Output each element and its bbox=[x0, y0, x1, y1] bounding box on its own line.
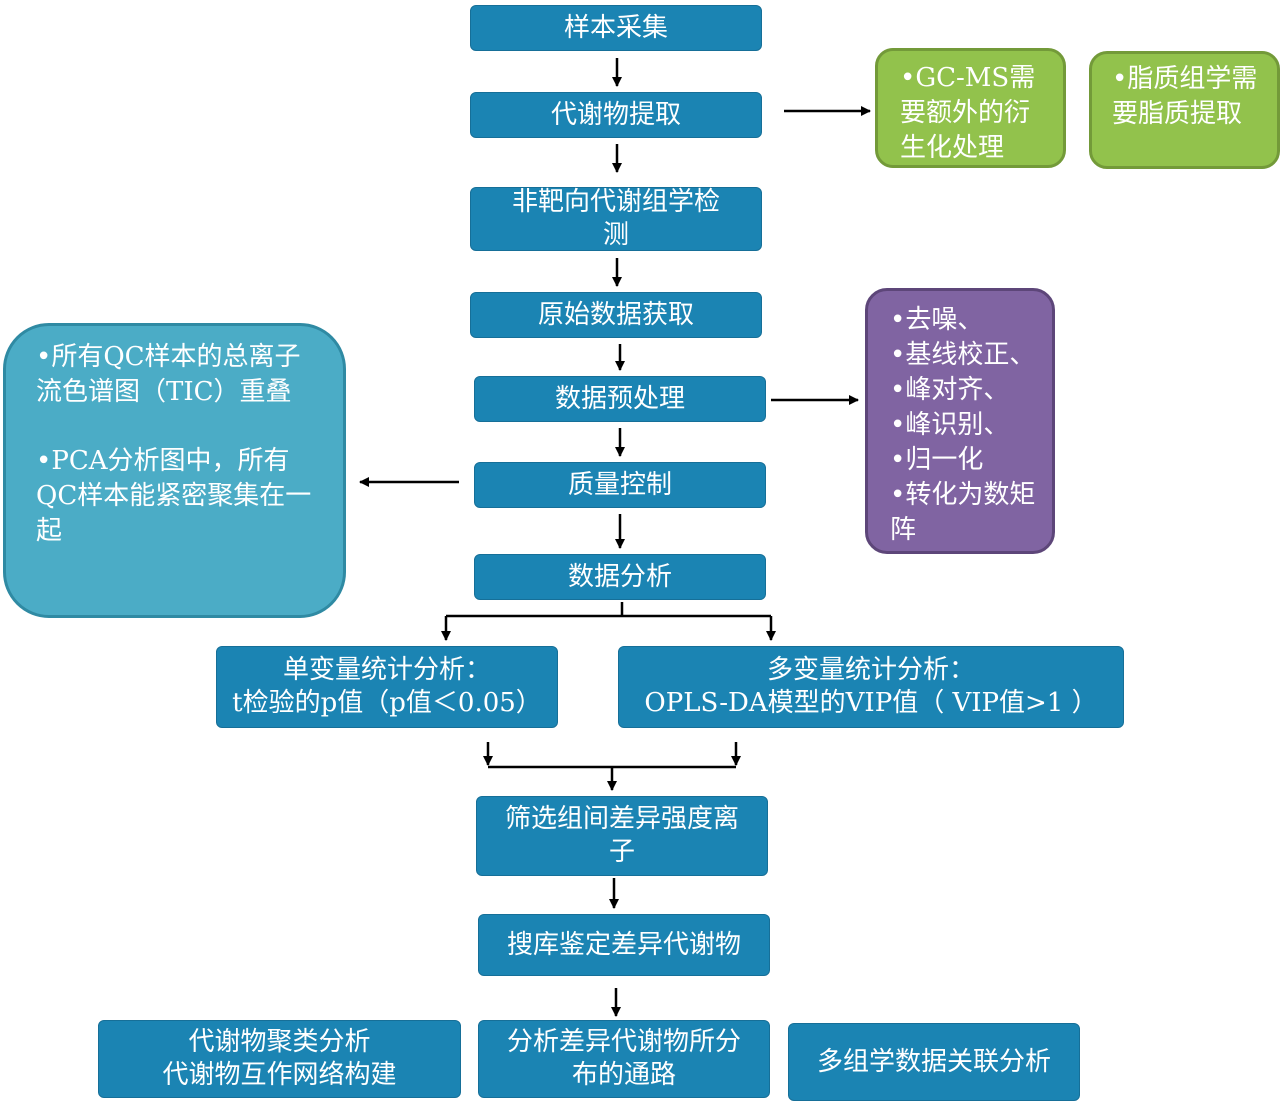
step-screening: 筛选组间差异强度离子 bbox=[476, 796, 768, 876]
step-extraction: 代谢物提取 bbox=[470, 92, 762, 138]
step-multivariate: 多变量统计分析： OPLS-DA模型的VIP值（ VIP值>1 ） bbox=[618, 646, 1124, 728]
note-lipid: •脂质组学需要脂质提取 bbox=[1089, 51, 1280, 169]
step-raw-data: 原始数据获取 bbox=[470, 292, 762, 338]
step-clustering: 代谢物聚类分析 代谢物互作网络构建 bbox=[98, 1020, 461, 1098]
step-data-analysis: 数据分析 bbox=[474, 554, 766, 600]
note-preprocessing-steps: •去噪、 •基线校正、 •峰对齐、 •峰识别、 •归一化 •转化为数矩阵 bbox=[865, 288, 1055, 554]
step-multiomics: 多组学数据关联分析 bbox=[788, 1023, 1080, 1101]
note-quality-control: •所有QC样本的总离子流色谱图（TIC）重叠 •PCA分析图中，所有QC样本能紧… bbox=[3, 323, 346, 618]
step-detection: 非靶向代谢组学检测 bbox=[470, 187, 762, 251]
step-identification: 搜库鉴定差异代谢物 bbox=[478, 914, 770, 976]
note-gcms: •GC-MS需要额外的衍生化处理 bbox=[875, 48, 1066, 168]
step-sample-collection: 样本采集 bbox=[470, 5, 762, 51]
step-quality-control: 质量控制 bbox=[474, 462, 766, 508]
branch-split bbox=[446, 602, 771, 618]
step-pathway: 分析差异代谢物所分布的通路 bbox=[478, 1020, 770, 1098]
step-univariate: 单变量统计分析： t检验的p值（p值＜0.05） bbox=[216, 646, 558, 728]
step-preprocessing: 数据预处理 bbox=[474, 376, 766, 422]
